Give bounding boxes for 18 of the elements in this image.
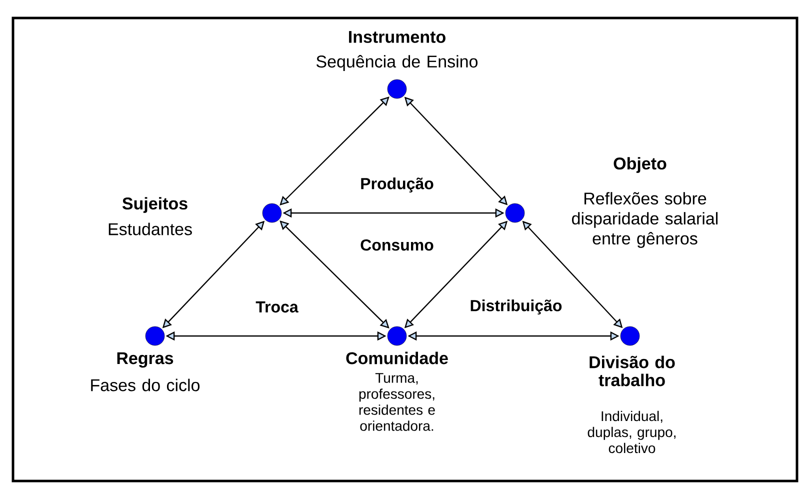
node-text: Turma, professores, residentes e orientadora. — [359, 373, 435, 431]
arrow — [280, 96, 390, 206]
node-heading: Sujeitos — [122, 197, 188, 213]
node-text: Reflexões sobre disparidade salarial entre gêneros — [572, 192, 718, 248]
node-text: Estudantes — [108, 222, 192, 236]
area-label: Consumo — [360, 239, 434, 251]
node-heading: Divisão do trabalho — [590, 356, 675, 386]
area-label: Troca — [256, 301, 298, 313]
node-text: Individual, duplas, grupo, coletivo — [588, 410, 676, 454]
arrow — [280, 220, 390, 328]
node-text: Sequência de Ensino — [316, 55, 478, 71]
node-heading: Instrumento — [349, 31, 446, 43]
node-heading: Regras — [117, 352, 174, 368]
node-heading: Objeto — [614, 157, 666, 173]
node-text: Fases do ciclo — [91, 378, 200, 392]
node-heading: Comunidade — [346, 352, 448, 364]
area-label: Distribuição — [470, 300, 562, 314]
area-label: Produção — [361, 178, 434, 192]
